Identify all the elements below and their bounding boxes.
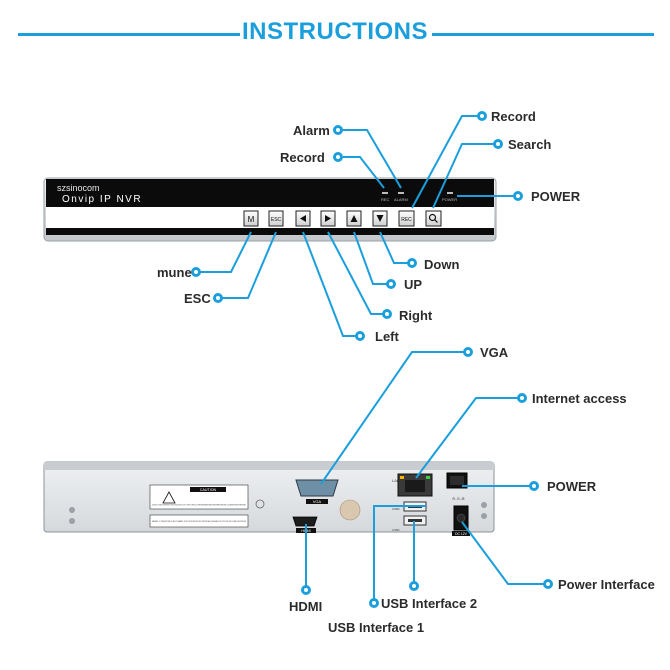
callout-lines (196, 115, 548, 603)
left-button[interactable] (295, 210, 311, 227)
front-black-band-bottom (46, 228, 494, 235)
warning-triangle-icon (162, 491, 176, 504)
right-button[interactable] (320, 210, 336, 227)
rec-indicator-label: REC (381, 197, 390, 202)
callout-label-power-rear: POWER (547, 479, 597, 494)
screw-icon (481, 513, 487, 519)
callout-label-hdmi: HDMI (289, 599, 323, 614)
svg-text:CAUTION: TO REDUCE THE RISK OF: CAUTION: TO REDUCE THE RISK OF ELECTRICA… (152, 504, 246, 507)
callout-label-alarm: Alarm (293, 123, 330, 138)
svg-text:VGA: VGA (313, 499, 322, 504)
callout-label-up: UP (404, 277, 423, 292)
up-button[interactable] (346, 210, 362, 227)
down-button[interactable] (372, 210, 388, 227)
callout-line-left (302, 231, 358, 337)
callout-line-down (379, 231, 410, 264)
arrow-left-icon (300, 215, 306, 222)
callout-dots (191, 111, 553, 608)
rec-led (382, 192, 388, 194)
model-name: Onvip IP NVR (62, 194, 142, 205)
svg-text:ESC: ESC (271, 217, 282, 223)
menu-button[interactable]: M (243, 210, 259, 227)
alarm-indicator-label: ALARM (394, 197, 408, 202)
callout-line-usb1 (373, 505, 426, 603)
front-panel: szsinocom Onvip IP NVR REC ALARM POWER M… (43, 177, 497, 242)
arrow-right-icon (325, 215, 331, 222)
svg-text:M: M (248, 215, 255, 224)
search-button[interactable] (425, 210, 442, 227)
callout-label-usb-interface-2: USB Interface 2 (381, 596, 478, 611)
callout-line-power-interface (461, 521, 548, 585)
callout-line-alarm (343, 129, 402, 189)
header-rule-left (18, 33, 240, 36)
arrow-down-icon (376, 215, 384, 222)
arrow-up-icon (350, 215, 358, 222)
alarm-led (398, 192, 404, 194)
power-indicator-label: POWER (442, 197, 457, 202)
rear-panel: CAUTION CAUTION: TO REDUCE THE RISK OF E… (43, 461, 495, 536)
callout-label-left: Left (375, 329, 399, 344)
record-button[interactable]: REC (398, 210, 415, 227)
usb2-label: USB2 (392, 507, 400, 511)
callout-label-record-left: Record (280, 150, 325, 165)
lan-label: LAN (392, 478, 400, 483)
callout-label-power-interface: Power Interface (558, 577, 655, 592)
callout-line-vga (320, 351, 468, 485)
callout-line-search (432, 143, 498, 209)
power-led (447, 192, 453, 194)
callout-line-mune (196, 231, 252, 273)
dc-polarity-icon: ⊖-⊙-⊕ (452, 496, 465, 501)
screw-icon (481, 502, 487, 508)
callout-label-usb-interface-1: USB Interface 1 (328, 620, 425, 635)
callout-label-search: Search (508, 137, 552, 152)
callout-label-internet-access: Internet access (532, 391, 627, 406)
ground-icon (255, 499, 265, 509)
callout-label-power-front: POWER (531, 189, 581, 204)
callout-label-right: Right (399, 308, 433, 323)
dc-power-jack: DC 12V (452, 505, 470, 536)
callout-line-up (353, 231, 389, 285)
power-switch (446, 472, 468, 489)
callout-line-internet (415, 397, 522, 479)
lan-port (397, 473, 433, 497)
warranty-seal (339, 499, 361, 521)
callout-label-esc: ESC (184, 291, 211, 306)
caution-sticker: CAUTION CAUTION: TO REDUCE THE RISK OF E… (149, 484, 249, 528)
callout-label-mune: mune (157, 265, 192, 280)
usb1-label: USB1 (392, 528, 400, 532)
callout-line-record-left (343, 156, 385, 189)
screw-icon (69, 507, 75, 513)
callout-line-right (327, 231, 385, 315)
callout-label-down: Down (424, 257, 460, 272)
screw-icon (69, 518, 75, 524)
callout-label-record-right: Record (491, 109, 536, 124)
svg-text:REC: REC (401, 217, 412, 223)
svg-text:WARNING: TO PREVENT FIRE OR SH: WARNING: TO PREVENT FIRE OR SHOCK HAZARD… (152, 520, 246, 523)
callout-line-esc (218, 231, 277, 299)
page-title: INSTRUCTIONS (242, 18, 428, 45)
esc-button[interactable]: ESC (268, 210, 284, 227)
search-icon (428, 213, 437, 222)
callout-label-vga: VGA (480, 345, 509, 360)
rear-top-rail (44, 462, 494, 470)
header-rule-right (432, 33, 654, 36)
svg-text:DC 12V: DC 12V (455, 532, 468, 536)
callout-line-record-right (411, 115, 482, 209)
svg-text:CAUTION: CAUTION (200, 488, 217, 492)
brand-logo: szsinocom (57, 183, 100, 193)
